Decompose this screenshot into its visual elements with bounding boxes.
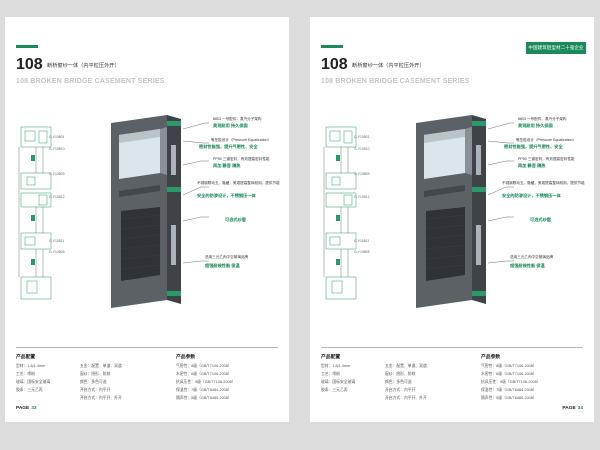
feature-highlight: 再加 静音 隔热: [213, 163, 241, 168]
feature-note: PP50 三道密封，有效提高密封性能: [213, 157, 270, 161]
profile-code: G-Y10812: [49, 195, 65, 199]
window-render: [416, 115, 486, 308]
feature-highlight: 美观耐用 持久保固: [518, 123, 553, 128]
spec-line: 工艺：喷粉: [16, 372, 35, 376]
feature-highlight: 安全的防渗设计，不锈钢压一体: [502, 193, 561, 198]
divider: [16, 347, 278, 348]
profile-code: G-Y10809: [49, 172, 65, 176]
spec-line: 胶条：三元乙丙: [16, 388, 43, 392]
feature-highlight: 超强耐候性能 保温: [510, 263, 545, 268]
feature-highlight: 密封性能强，提升气密性、安全: [504, 144, 563, 149]
model-number: 108: [321, 56, 348, 73]
profile-code: G-Y10809: [354, 172, 370, 176]
page-label: PAGE: [562, 406, 576, 411]
section-drawing: [323, 126, 357, 300]
spec-line: 玻璃：国标安全玻璃: [16, 380, 51, 384]
model-number: 108: [16, 56, 43, 73]
spec-line: 胶条：三元乙丙: [321, 388, 348, 392]
spec-line: 开启方式：内平开: [80, 388, 111, 392]
leader-lines: [182, 122, 209, 264]
section-title: 产品配置: [16, 355, 36, 360]
company-badge: 中国建筑铝型材二十强企业: [526, 42, 586, 54]
profile-code: G-Y10801: [354, 135, 370, 139]
feature-note: 选用三元乙丙中空玻璃品牌: [510, 255, 554, 259]
spec-line: 型材：1.8/1.4mm: [321, 364, 351, 368]
feature-highlight: 超强耐候性能 保温: [205, 263, 240, 268]
page-label: PAGE: [16, 406, 30, 411]
window-render: [111, 115, 181, 308]
section-drawing: [18, 126, 52, 300]
chinese-title: 断桥窗纱一体（内平粒压外开）: [47, 63, 120, 69]
chinese-title: 断桥窗纱一体（内平粒压外开）: [352, 63, 425, 69]
feature-highlight: 可选式纱窗: [530, 217, 551, 222]
spec-line: 窗纱：隐形、防蚊: [80, 372, 111, 376]
feature-highlight: 密封性能强，提升气密性、安全: [199, 144, 258, 149]
leader-lines: [487, 122, 514, 264]
feature-highlight: 可选式纱窗: [225, 217, 246, 222]
page-number-value: 34: [577, 406, 583, 411]
profile-code: G-Y10805: [49, 250, 65, 254]
feature-note: 等压腔设计（Pressure Equalization）: [211, 138, 272, 142]
spec-line: 抗风压性：9级（GB/T7106-2008）: [481, 380, 541, 384]
spec-line: 五金：配置、单道、双道: [385, 364, 427, 368]
feature-highlight: 美观耐用 持久保固: [213, 123, 248, 128]
spec-line: 隔声性：5级（GB/T8485-2008）: [176, 396, 232, 400]
english-title: 108 BROKEN BRIDGE CASEMENT SERIES: [321, 78, 470, 85]
english-title: 108 BROKEN BRIDGE CASEMENT SERIES: [16, 78, 165, 85]
spec-line: 窗纱：隐形、防蚊: [385, 372, 416, 376]
spec-line: 五金：配置、单道、双道: [80, 364, 122, 368]
spec-line: 水密性：6级（GB/T7106-2008）: [481, 372, 537, 376]
left-page: 108 断桥窗纱一体（内平粒压外开） 108 BROKEN BRIDGE CAS…: [5, 17, 289, 422]
feature-note: PP50 三道密封，有效提高密封性能: [518, 157, 575, 161]
feature-note: 不锈钢联动五，隐藏，美观提高整体耐用，提供节能: [502, 181, 585, 185]
spec-line: 气密性：8级（GB/T7106-2008）: [176, 364, 232, 368]
spec-line: 玻璃：国标安全玻璃: [321, 380, 356, 384]
feature-highlight: 再加 静音 隔热: [518, 163, 546, 168]
spec-line: 型材：1.8/1.4mm: [16, 364, 46, 368]
profile-code: G-Y10812: [354, 195, 370, 199]
spec-line: 颜色：多色可选: [80, 380, 107, 384]
spec-line: 工艺：喷粉: [321, 372, 340, 376]
section-title: 产品参数: [481, 355, 501, 360]
accent-bar: [321, 45, 343, 48]
spec-line: 开启方式：内平开: [385, 388, 416, 392]
feature-highlight: 安全的防渗设计，不锈钢压一体: [197, 193, 256, 198]
section-title: 产品参数: [176, 355, 196, 360]
feature-note: 8803 一号配件，蒸汽分子架构: [518, 117, 567, 121]
spec-line: 气密性：8级（GB/T7106-2008）: [481, 364, 537, 368]
profile-code: G-Y10810: [49, 147, 65, 151]
feature-note: 不锈钢联动五，隐藏，美观提高整体耐用，提供节能: [197, 181, 280, 185]
feature-note: 选用三元乙丙中空玻璃品牌: [205, 255, 249, 259]
profile-code: G-Y10811: [49, 239, 65, 243]
page-number-value: 33: [31, 406, 37, 411]
feature-note: 8803 一号配件，蒸汽分子架构: [213, 117, 262, 121]
spec-line: 抗风压性：9级（GB/T7106-2008）: [176, 380, 236, 384]
divider: [321, 347, 583, 348]
right-page: 中国建筑铝型材二十强企业 108 断桥窗纱一体（内平粒压外开） 108 BROK…: [310, 17, 594, 422]
accent-bar: [16, 45, 38, 48]
spec-line: 保温性：7级（GB/T8484-2008）: [481, 388, 537, 392]
profile-code: G-Y10811: [354, 239, 370, 243]
spec-line: 水密性：6级（GB/T7106-2008）: [176, 372, 232, 376]
profile-code: G-Y10810: [354, 147, 370, 151]
spec-line: 颜色：多色可选: [385, 380, 412, 384]
profile-code: G-Y10805: [354, 250, 370, 254]
spec-line: 保温性：7级（GB/T8484-2008）: [176, 388, 232, 392]
profile-code: G-Y10801: [49, 135, 65, 139]
spec-line: 开启方式：内平开、外开: [385, 396, 427, 400]
feature-note: 等压腔设计（Pressure Equalization）: [516, 138, 577, 142]
spec-line: 隔声性：5级（GB/T8485-2008）: [481, 396, 537, 400]
spec-line: 开启方式：内平开、外开: [80, 396, 122, 400]
section-title: 产品配置: [321, 355, 341, 360]
